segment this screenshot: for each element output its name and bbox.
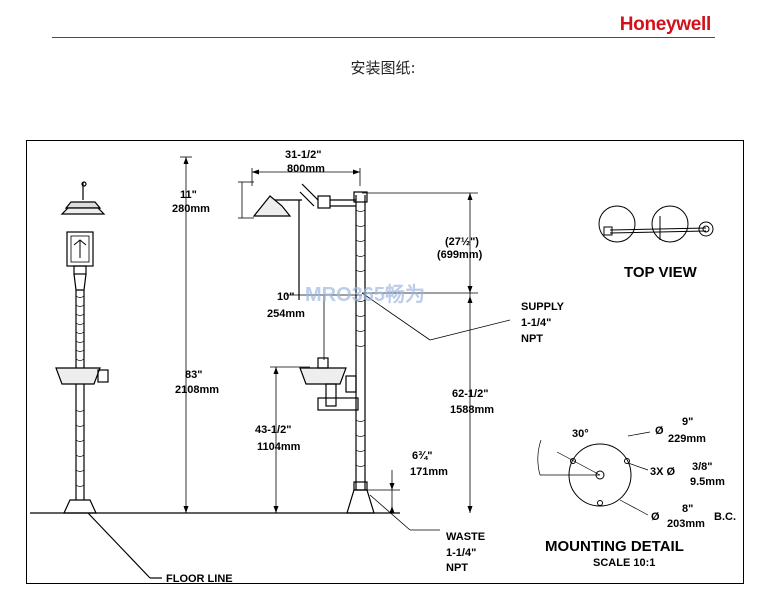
mount-outer-mm: 229mm: [668, 433, 706, 445]
watermark: MRO365畅为: [305, 282, 425, 306]
dim-699mm: (699mm): [437, 249, 483, 261]
dim-6-75: 6¾": [412, 450, 433, 462]
dim-31-5: 31-1/2": [285, 149, 321, 161]
page-title: 安装图纸:: [350, 59, 416, 77]
dim-10: 10": [277, 291, 294, 303]
mount-bc-in: 8": [682, 503, 693, 515]
waste-npt: NPT: [446, 562, 468, 574]
dim-27-5: (27½"): [445, 236, 479, 248]
mount-outer-in: 9": [682, 416, 693, 428]
dim-62-5: 62-1/2": [452, 388, 488, 400]
supply-label: SUPPLY: [521, 301, 565, 313]
mount-bc-tag: B.C.: [714, 511, 736, 523]
dim-11: 11": [180, 189, 197, 201]
dim-1588mm: 1588mm: [450, 404, 494, 416]
mount-bc-mm: 203mm: [667, 518, 705, 530]
dim-800mm: 800mm: [287, 163, 325, 175]
drawing-frame: [26, 140, 744, 584]
supply-size: 1-1/4": [521, 317, 551, 329]
brand-logo: Honeywell: [619, 14, 712, 35]
mount-holes-mm: 9.5mm: [690, 476, 725, 488]
dim-83: 83": [185, 369, 202, 381]
mount-outer-symbol: Ø: [655, 425, 664, 437]
mounting-title: MOUNTING DETAIL: [545, 538, 684, 555]
top-view-title: TOP VIEW: [624, 264, 698, 281]
side-elevation: [55, 181, 109, 514]
mount-angle: 30°: [572, 428, 589, 440]
floor-line-label: FLOOR LINE: [166, 573, 233, 585]
mount-bc-symbol: Ø: [651, 511, 660, 523]
mounting-scale: SCALE 10:1: [593, 557, 655, 569]
mount-holes-label: 3X Ø: [650, 466, 676, 478]
dim-280mm: 280mm: [172, 203, 210, 215]
waste-label: WASTE: [446, 531, 485, 543]
mounting-detail: [537, 431, 651, 516]
dim-171mm: 171mm: [410, 466, 448, 478]
front-elevation: [252, 183, 375, 514]
dim-254mm: 254mm: [267, 308, 305, 320]
mount-holes-in: 3/8": [692, 461, 713, 473]
supply-npt: NPT: [521, 333, 543, 345]
dim-43-5: 43-1/2": [255, 424, 291, 436]
dim-1104mm: 1104mm: [257, 441, 301, 453]
top-view: [598, 205, 714, 243]
waste-size: 1-1/4": [446, 547, 476, 559]
dim-2108mm: 2108mm: [175, 384, 219, 396]
header-rule: [52, 37, 715, 38]
